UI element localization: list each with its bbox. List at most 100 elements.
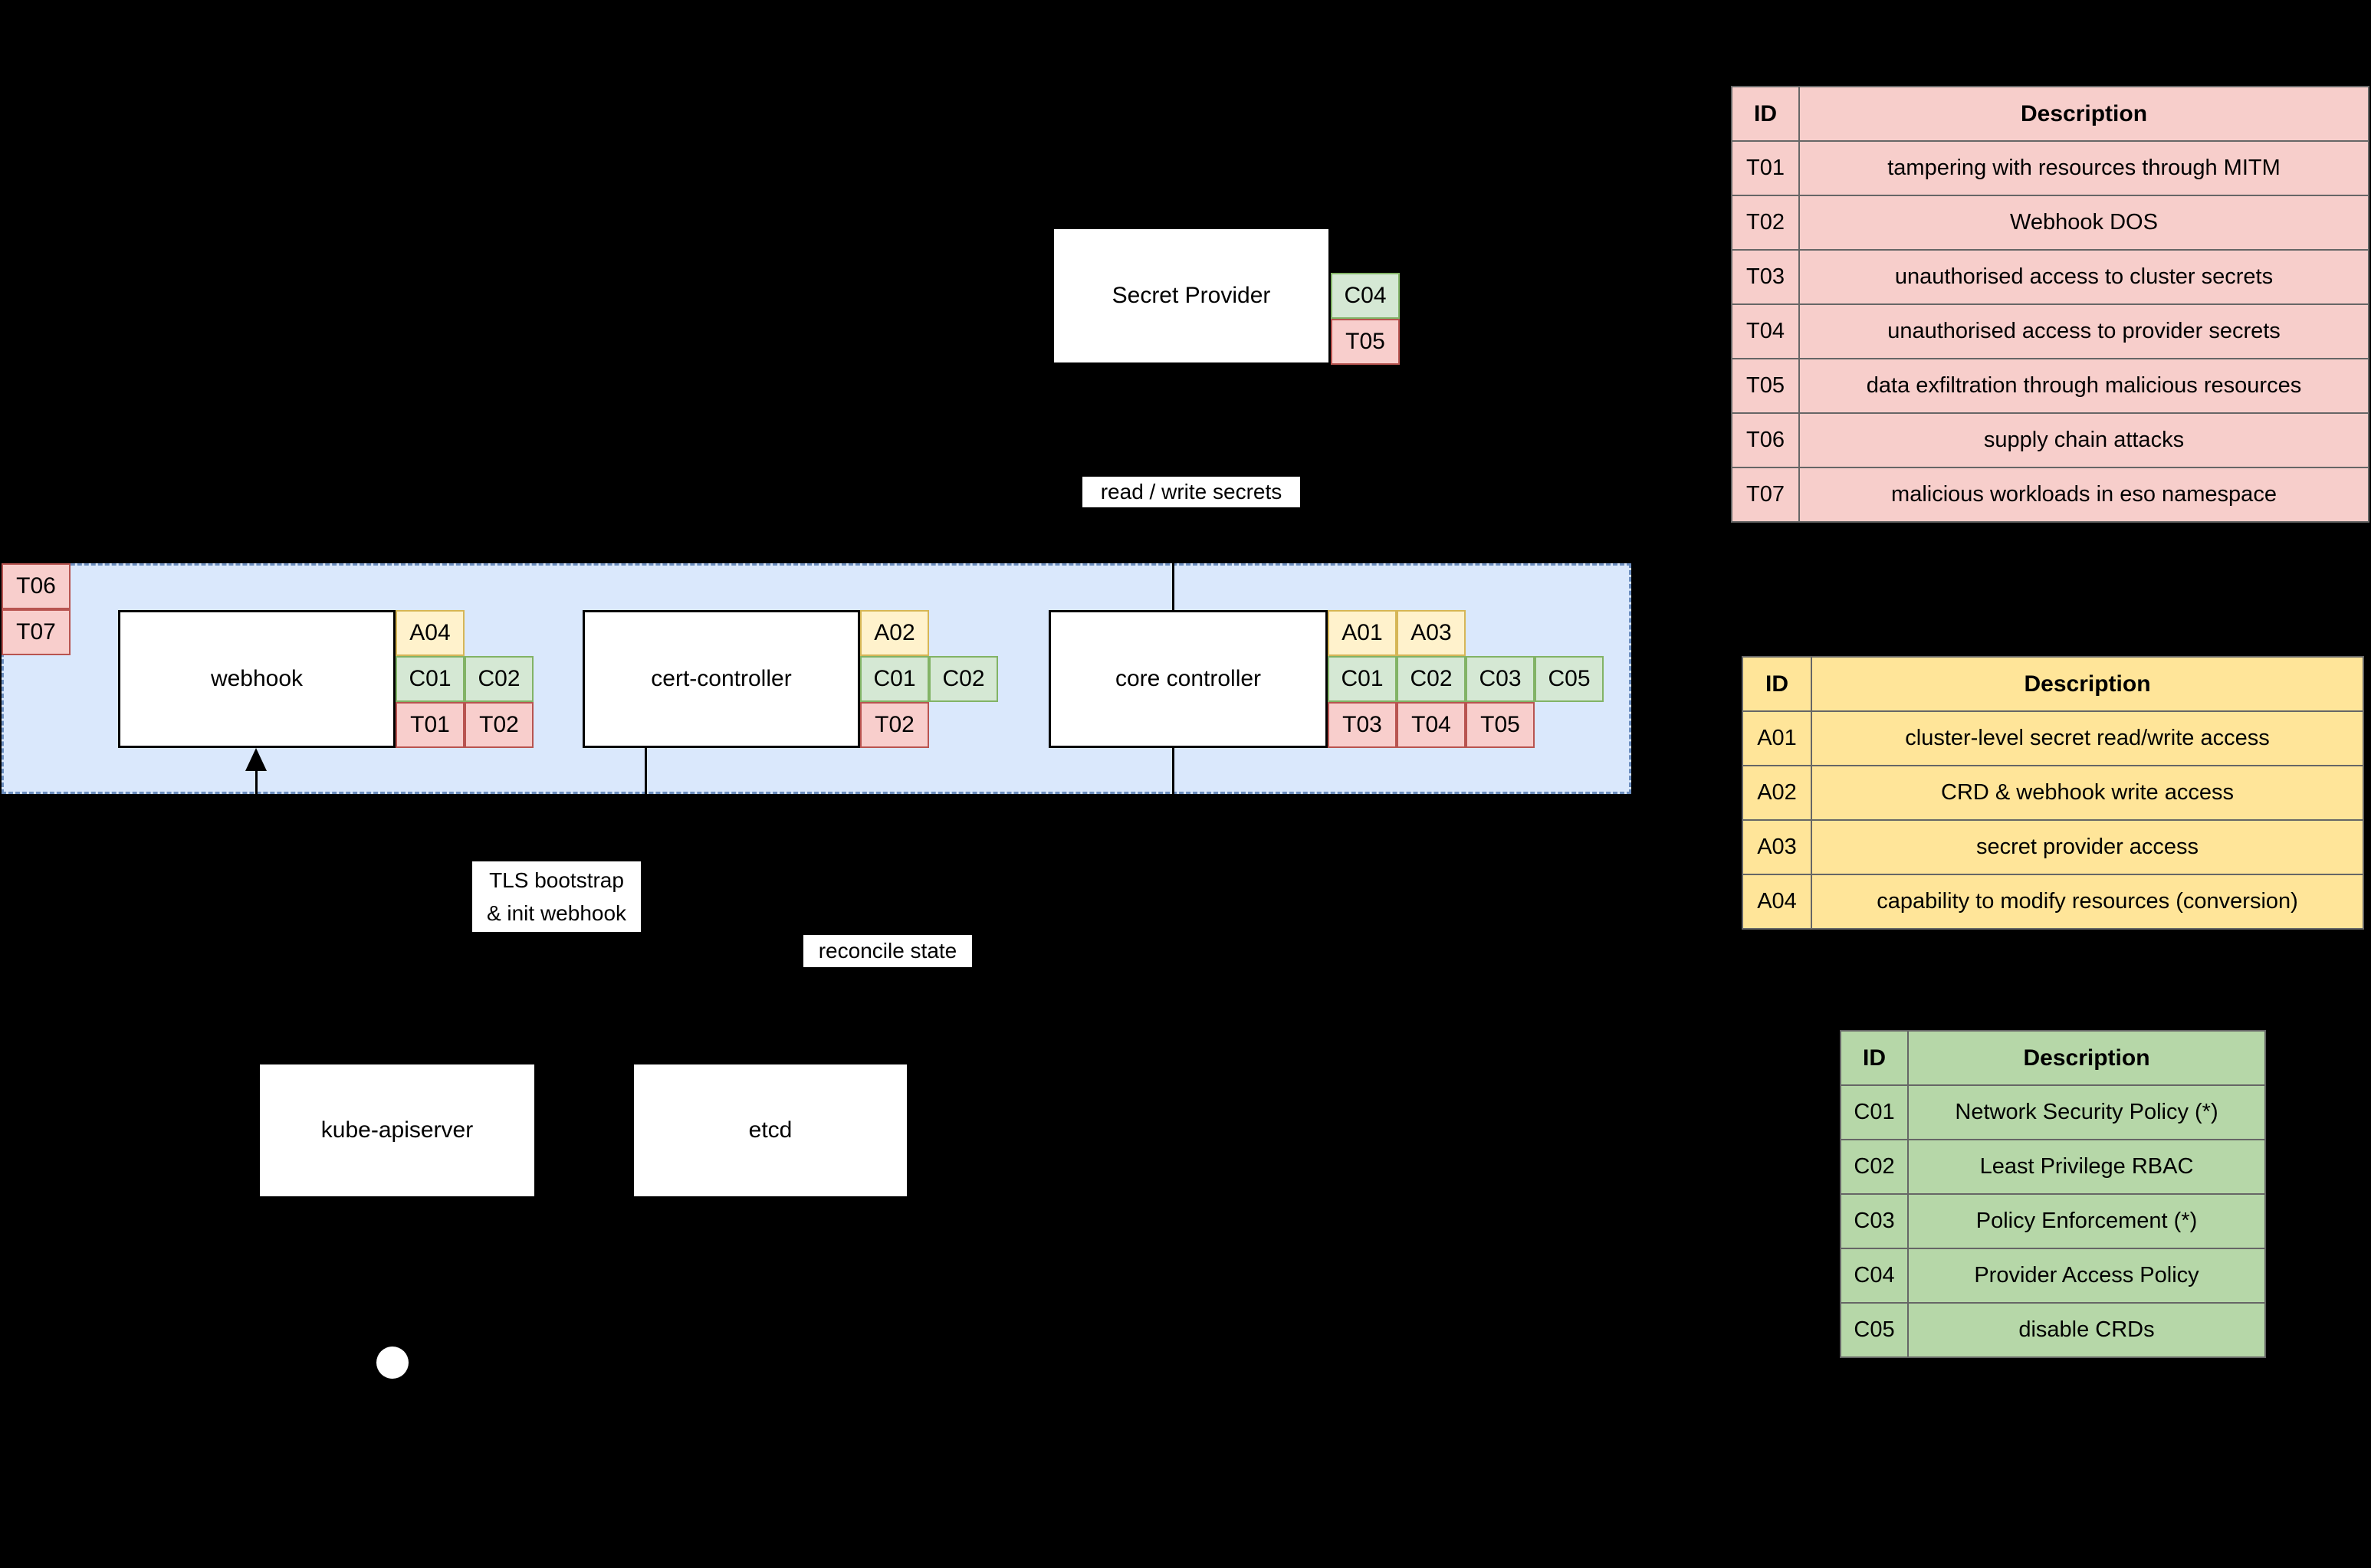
table-row: A04 capability to modify resources (conv… <box>1742 874 2364 930</box>
edge-label-tls-bootstrap-line1: TLS bootstrap <box>489 868 624 892</box>
tag-webhook-A04: A04 <box>396 610 465 656</box>
control-description: Policy Enforcement (*) <box>1907 1193 2266 1249</box>
controls-table: ID Description C01 Network Security Poli… <box>1840 1030 2266 1358</box>
threat-description: supply chain attacks <box>1798 412 2369 468</box>
webhook-arrowhead-up <box>245 748 267 771</box>
tag-core-controller-T03: T03 <box>1328 702 1397 748</box>
edge-label-tls-bootstrap: TLS bootstrap & init webhook <box>472 861 641 932</box>
table-row: T02 Webhook DOS <box>1731 195 2369 251</box>
edge-label-read-write-secrets: read / write secrets <box>1082 477 1300 507</box>
table-row: T03 unauthorised access to cluster secre… <box>1731 249 2369 305</box>
edge-label-reconcile-state-text: reconcile state <box>818 939 957 963</box>
table-row: T04 unauthorised access to provider secr… <box>1731 303 2369 359</box>
threat-id: T02 <box>1731 195 1800 251</box>
tag-core-controller-T05: T05 <box>1466 702 1535 748</box>
table-row: T01 tampering with resources through MIT… <box>1731 140 2369 196</box>
control-description: Provider Access Policy <box>1907 1248 2266 1304</box>
threat-id: T05 <box>1731 358 1800 414</box>
controls-description-header: Description <box>1907 1030 2266 1086</box>
tag-group-T07: T07 <box>2 609 71 655</box>
edge-label-read-write-secrets-text: read / write secrets <box>1100 480 1282 504</box>
access-description: cluster-level secret read/write access <box>1811 710 2364 766</box>
threat-id: T03 <box>1731 249 1800 305</box>
controls-header-row: ID Description <box>1840 1030 2266 1086</box>
tag-webhook-C02: C02 <box>465 656 534 702</box>
controls-id-header: ID <box>1840 1030 1909 1086</box>
access-description-header: Description <box>1811 656 2364 712</box>
connector-certcontroller-down <box>645 748 647 901</box>
table-row: T06 supply chain attacks <box>1731 412 2369 468</box>
threat-description: data exfiltration through malicious reso… <box>1798 358 2369 414</box>
tag-group-T06: T06 <box>2 563 71 609</box>
table-row: A03 secret provider access <box>1742 819 2364 875</box>
access-id: A04 <box>1742 874 1812 930</box>
connector-webhook-arrow-shaft <box>255 769 258 901</box>
threat-id: T06 <box>1731 412 1800 468</box>
access-description: capability to modify resources (conversi… <box>1811 874 2364 930</box>
access-description: secret provider access <box>1811 819 2364 875</box>
table-row: C02 Least Privilege RBAC <box>1840 1139 2266 1195</box>
threats-description-header: Description <box>1798 86 2369 142</box>
control-description: Least Privilege RBAC <box>1907 1139 2266 1195</box>
access-id: A03 <box>1742 819 1812 875</box>
threat-id: T01 <box>1731 140 1800 196</box>
table-row: C01 Network Security Policy (*) <box>1840 1084 2266 1140</box>
threat-id: T04 <box>1731 303 1800 359</box>
tag-core-controller-C05: C05 <box>1535 656 1604 702</box>
control-id: C03 <box>1840 1193 1909 1249</box>
node-kube-apiserver-label: kube-apiserver <box>320 1117 474 1143</box>
threat-description: unauthorised access to cluster secrets <box>1798 249 2369 305</box>
threats-header-row: ID Description <box>1731 86 2369 142</box>
node-cert-controller-label: cert-controller <box>651 666 792 691</box>
tag-core-controller-C03: C03 <box>1466 656 1535 702</box>
tag-core-controller-C02: C02 <box>1397 656 1466 702</box>
table-row: T05 data exfiltration through malicious … <box>1731 358 2369 414</box>
control-id: C05 <box>1840 1302 1909 1358</box>
node-etcd-label: etcd <box>748 1117 793 1143</box>
node-cert-controller: cert-controller <box>583 610 860 748</box>
threat-description: malicious workloads in eso namespace <box>1798 467 2369 523</box>
tag-cert-controller-A02: A02 <box>860 610 929 656</box>
table-row: C04 Provider Access Policy <box>1840 1248 2266 1304</box>
access-header-row: ID Description <box>1742 656 2364 712</box>
node-webhook: webhook <box>118 610 396 748</box>
tag-core-controller-C01: C01 <box>1328 656 1397 702</box>
table-row: C05 disable CRDs <box>1840 1302 2266 1358</box>
threat-description: tampering with resources through MITM <box>1798 140 2369 196</box>
tag-core-controller-T04: T04 <box>1397 702 1466 748</box>
table-row: T07 malicious workloads in eso namespace <box>1731 467 2369 523</box>
table-row: A02 CRD & webhook write access <box>1742 765 2364 821</box>
threats-id-header: ID <box>1731 86 1800 142</box>
threat-description: unauthorised access to provider secrets <box>1798 303 2369 359</box>
node-core-controller: core controller <box>1049 610 1328 748</box>
table-row: A01 cluster-level secret read/write acce… <box>1742 710 2364 766</box>
tag-webhook-T01: T01 <box>396 702 465 748</box>
edge-label-reconcile-state: reconcile state <box>803 935 972 967</box>
access-id: A01 <box>1742 710 1812 766</box>
edge-label-tls-bootstrap-line2: & init webhook <box>486 901 627 925</box>
threat-description: Webhook DOS <box>1798 195 2369 251</box>
circle-marker <box>376 1347 409 1379</box>
access-table: ID Description A01 cluster-level secret … <box>1742 656 2364 930</box>
tag-cert-controller-C01: C01 <box>860 656 929 702</box>
tag-core-controller-A01: A01 <box>1328 610 1397 656</box>
tag-secret-provider-T05: T05 <box>1331 319 1400 365</box>
node-webhook-label: webhook <box>210 666 304 691</box>
control-id: C02 <box>1840 1139 1909 1195</box>
access-description: CRD & webhook write access <box>1811 765 2364 821</box>
access-id: A02 <box>1742 765 1812 821</box>
control-description: Network Security Policy (*) <box>1907 1084 2266 1140</box>
node-core-controller-label: core controller <box>1115 666 1262 691</box>
control-id: C04 <box>1840 1248 1909 1304</box>
threat-id: T07 <box>1731 467 1800 523</box>
tag-core-controller-A03: A03 <box>1397 610 1466 656</box>
tag-cert-controller-T02: T02 <box>860 702 929 748</box>
control-description: disable CRDs <box>1907 1302 2266 1358</box>
node-secret-provider: Secret Provider <box>1052 227 1331 365</box>
access-id-header: ID <box>1742 656 1812 712</box>
connector-corecontroller-down <box>1172 748 1174 901</box>
table-row: C03 Policy Enforcement (*) <box>1840 1193 2266 1249</box>
tag-webhook-T02: T02 <box>465 702 534 748</box>
tag-webhook-C01: C01 <box>396 656 465 702</box>
